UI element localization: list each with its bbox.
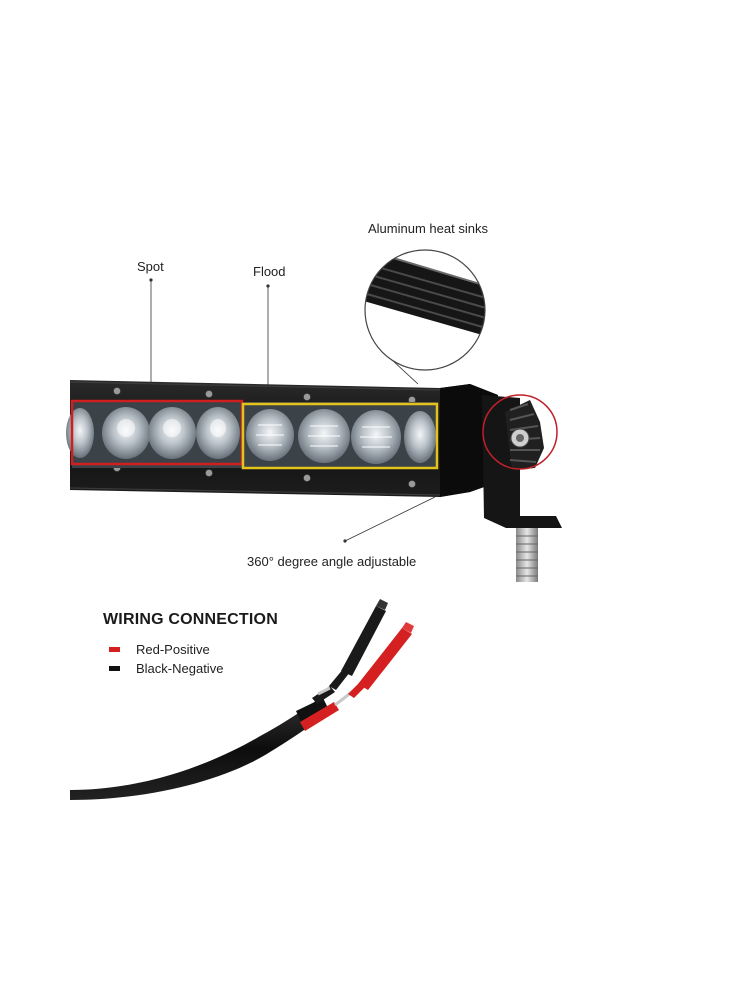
heatsink-inset — [364, 249, 486, 371]
adjustable-highlight-circle — [482, 394, 558, 470]
spot-leader-dot — [149, 278, 153, 282]
adjust-leader-line — [344, 496, 436, 542]
adjustable-label: 360° degree angle adjustable — [247, 554, 417, 569]
red-swatch-icon — [109, 647, 120, 652]
legend-positive-label: Red-Positive — [136, 642, 210, 657]
spot-label: Spot — [137, 259, 164, 274]
legend-negative-label: Black-Negative — [136, 661, 224, 676]
black-swatch-icon — [109, 666, 120, 671]
black-wire-strand — [312, 686, 335, 704]
mounting-bracket — [482, 395, 562, 582]
flood-leader-dot — [266, 284, 270, 288]
heatsink-label: Aluminum heat sinks — [368, 221, 488, 236]
flood-lenses — [246, 409, 436, 464]
red-wire — [300, 702, 339, 731]
flood-label: Flood — [253, 264, 286, 279]
wire-cable — [70, 599, 414, 800]
legend-positive: Red-Positive — [109, 642, 210, 657]
wiring-title: WIRING CONNECTION — [103, 611, 278, 628]
adjust-leader-dot — [343, 539, 347, 543]
flood-frame — [241, 402, 439, 470]
legend-negative: Black-Negative — [109, 661, 223, 676]
